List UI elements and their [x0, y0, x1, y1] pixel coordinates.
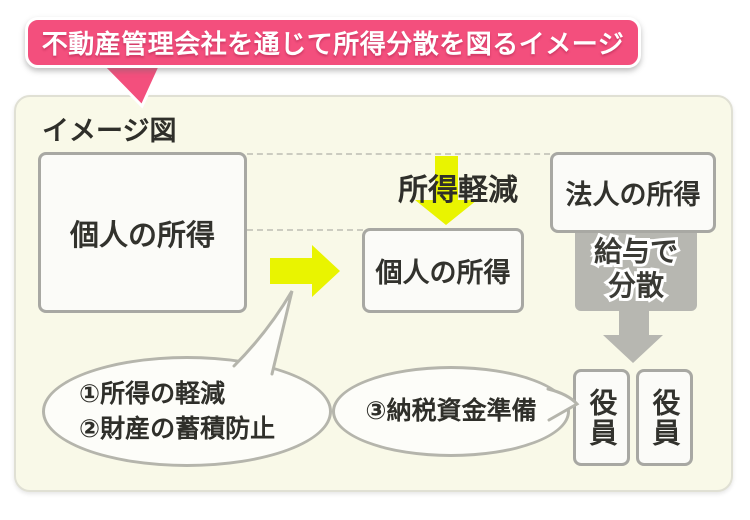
officer-label-2: 役員: [649, 387, 681, 448]
officer-box-2: 役員: [636, 369, 693, 466]
benefit-item-2: ②財産の蓄積防止: [79, 414, 276, 443]
salary-distribution-line1: 給与で: [591, 233, 681, 270]
benefit-item-1: ①所得の軽減: [79, 379, 226, 408]
title-banner: 不動産管理会社を通じて所得分散を図るイメージ: [25, 17, 641, 68]
title-banner-text: 不動産管理会社を通じて所得分散を図るイメージ: [41, 29, 625, 59]
officer-box-1: 役員: [573, 369, 630, 466]
corporate-income-box: 法人の所得: [550, 152, 716, 233]
dashed-line-top: [247, 153, 550, 155]
personal-income-small-label: 個人の所得: [375, 258, 511, 288]
benefits-speech-bubble: ①所得の軽減 ②財産の蓄積防止: [42, 356, 332, 467]
corporate-income-label: 法人の所得: [565, 180, 701, 210]
dashed-line-middle: [247, 229, 363, 231]
tax-fund-label: ③納税資金準備: [365, 397, 537, 425]
tax-fund-speech-bubble: ③納税資金準備: [332, 366, 570, 457]
personal-income-large-box: 個人の所得: [38, 152, 247, 313]
salary-distribution-label: 給与で 分散: [575, 233, 697, 304]
income-reduction-label: 所得軽減: [398, 174, 518, 207]
panel-title: イメージ図: [42, 116, 177, 146]
officer-label-1: 役員: [586, 387, 618, 448]
personal-income-large-label: 個人の所得: [69, 219, 215, 252]
salary-distribution-line2: 分散: [605, 267, 667, 304]
personal-income-small-box: 個人の所得: [362, 228, 524, 313]
